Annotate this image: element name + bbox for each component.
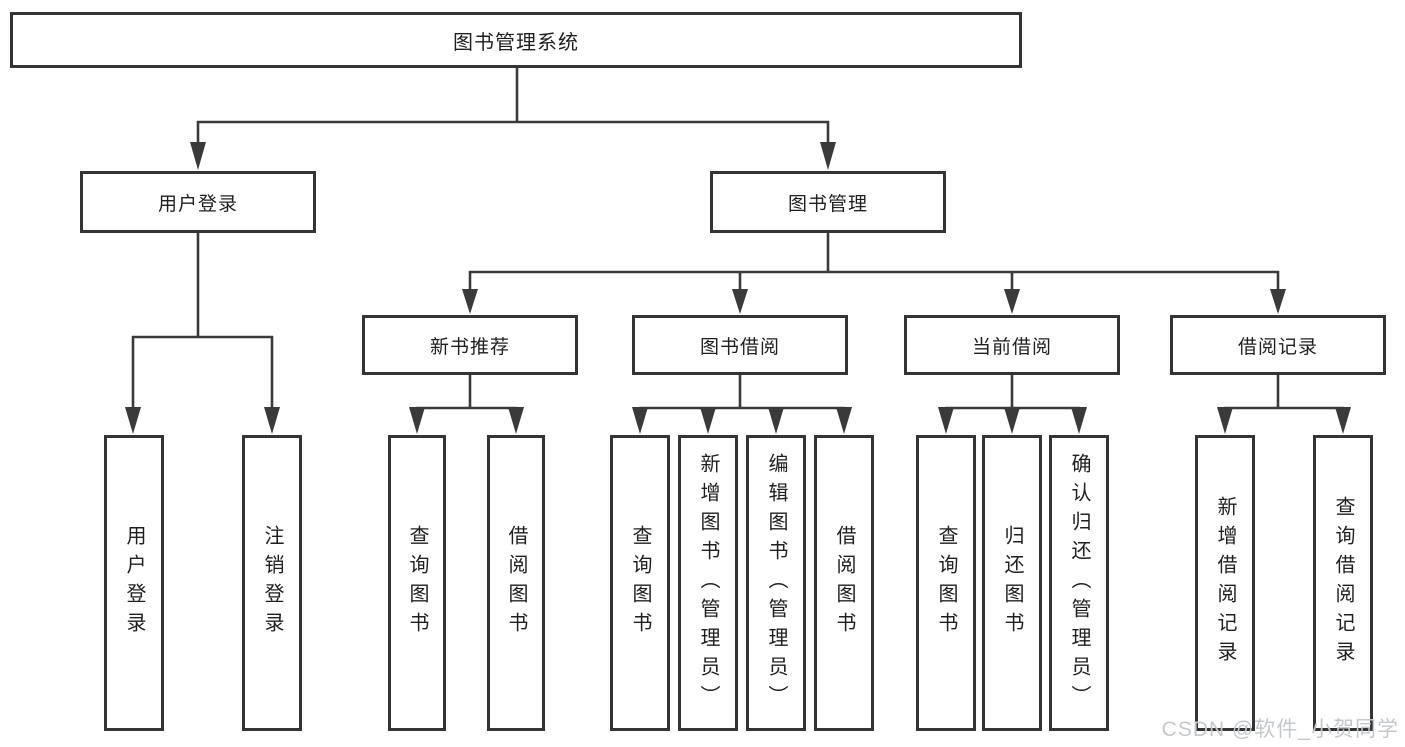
leaf-query-borrow-record-label: 查询借阅记录 [1332, 496, 1354, 670]
leaf-confirm-return-admin-label: 确认归还（管理员） [1068, 452, 1090, 714]
leaf-borrow-books-recommend: 借阅图书 [487, 435, 545, 731]
leaf-borrow-books: 借阅图书 [814, 435, 874, 731]
leaf-add-borrow-record: 新增借阅记录 [1195, 435, 1255, 731]
node-user-login: 用户登录 [80, 171, 316, 233]
node-root-system-label: 图书管理系统 [453, 31, 579, 54]
csdn-watermark: CSDN @软件_小贺同学 [1161, 718, 1399, 741]
leaf-query-books-current-label: 查询图书 [935, 525, 957, 641]
leaf-return-book-label: 归还图书 [1001, 525, 1023, 641]
leaf-query-borrow-record: 查询借阅记录 [1313, 435, 1373, 731]
node-current-borrow: 当前借阅 [904, 315, 1120, 375]
node-book-management-label: 图书管理 [787, 193, 868, 215]
leaf-user-login: 用户登录 [104, 435, 164, 731]
leaf-query-books-borrow-label: 查询图书 [629, 525, 651, 641]
leaf-query-books-recommend: 查询图书 [388, 435, 446, 731]
leaf-query-books-recommend-label: 查询图书 [406, 525, 428, 641]
leaf-query-books-current: 查询图书 [916, 435, 976, 731]
leaf-user-login-label: 用户登录 [123, 525, 145, 641]
node-root-system: 图书管理系统 [10, 12, 1022, 68]
node-borrow-records: 借阅记录 [1170, 315, 1386, 375]
node-new-book-recommend-label: 新书推荐 [429, 336, 510, 358]
leaf-query-books-borrow: 查询图书 [610, 435, 670, 731]
node-book-borrow-label: 图书借阅 [699, 336, 780, 358]
leaf-add-borrow-record-label: 新增借阅记录 [1214, 496, 1236, 670]
leaf-add-book-admin: 新增图书（管理员） [678, 435, 738, 731]
leaf-borrow-books-label: 借阅图书 [833, 525, 855, 641]
leaf-add-book-admin-label: 新增图书（管理员） [697, 452, 719, 714]
leaf-borrow-books-recommend-label: 借阅图书 [505, 525, 527, 641]
leaf-return-book: 归还图书 [982, 435, 1042, 731]
node-new-book-recommend: 新书推荐 [362, 315, 578, 375]
leaf-edit-book-admin: 编辑图书（管理员） [746, 435, 806, 731]
leaf-logout-label: 注销登录 [261, 525, 283, 641]
node-current-borrow-label: 当前借阅 [971, 336, 1052, 358]
leaf-logout: 注销登录 [242, 435, 302, 731]
node-borrow-records-label: 借阅记录 [1237, 336, 1318, 358]
node-user-login-label: 用户登录 [157, 193, 238, 215]
node-book-management: 图书管理 [710, 171, 946, 233]
node-book-borrow: 图书借阅 [632, 315, 848, 375]
leaf-confirm-return-admin: 确认归还（管理员） [1049, 435, 1109, 731]
leaf-edit-book-admin-label: 编辑图书（管理员） [765, 452, 787, 714]
